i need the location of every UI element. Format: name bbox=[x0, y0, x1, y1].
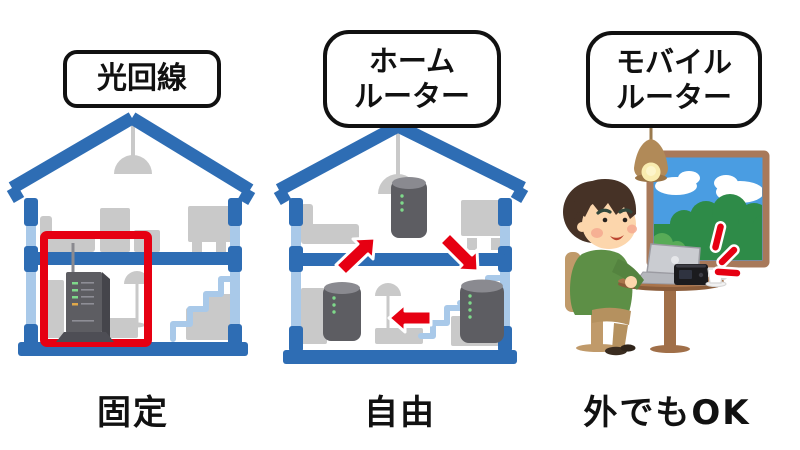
red-highlight-box bbox=[40, 231, 152, 347]
ceiling-lamp-icon bbox=[114, 124, 152, 174]
home-router-downstairs-right-icon bbox=[460, 279, 504, 343]
arrow-left-icon bbox=[387, 302, 433, 334]
mobile-router-label-text: モバイル bbox=[615, 44, 732, 79]
lan-cable-zigzag bbox=[170, 259, 240, 342]
upstairs-furniture bbox=[40, 206, 234, 252]
pendant-lamp-icon bbox=[634, 122, 668, 182]
mobile-router-scene-illustration bbox=[563, 122, 770, 356]
home-router-label-text-2: ルーター bbox=[353, 79, 470, 113]
home-router-downstairs-left-icon bbox=[323, 282, 361, 341]
window bbox=[646, 150, 770, 268]
arrow-down-right-icon bbox=[438, 231, 480, 273]
mobile-router-icon bbox=[674, 264, 708, 285]
fiber-caption: 固定 bbox=[97, 393, 169, 433]
mobile-router-label: モバイル ルーター bbox=[586, 31, 762, 128]
fiber-house-illustration bbox=[6, 112, 256, 356]
emphasis-lines-icon bbox=[709, 221, 743, 279]
fiber-label-text: 光回線 bbox=[97, 61, 187, 96]
panel-home-router: ホーム ルーター bbox=[267, 0, 533, 450]
home-router-label: ホーム ルーター bbox=[323, 30, 501, 128]
fiber-label: 光回線 bbox=[63, 50, 221, 108]
lan-cable-zigzag-floor bbox=[418, 305, 466, 339]
home-router-upstairs-icon bbox=[391, 177, 427, 238]
downstairs-furniture bbox=[46, 280, 232, 340]
arrow-up-right-icon bbox=[334, 236, 377, 277]
home-router-label-text: ホーム bbox=[368, 44, 456, 79]
home-router-house-illustration bbox=[273, 120, 529, 364]
mobile-router-label-text-2: ルーター bbox=[615, 79, 732, 114]
floor-lamp-icon bbox=[124, 271, 150, 328]
panel-fiber: 光回線 bbox=[0, 0, 266, 450]
upstairs-furniture bbox=[301, 200, 509, 250]
wifi-router-icon bbox=[56, 243, 114, 342]
mobile-router-caption: 外でもOK bbox=[583, 393, 751, 433]
panel-mobile-router: モバイル ルーター bbox=[534, 0, 800, 450]
person bbox=[563, 179, 637, 356]
floor-lamp-icon bbox=[375, 283, 401, 340]
person-arm bbox=[612, 259, 644, 290]
home-router-caption: 自由 bbox=[364, 393, 436, 433]
